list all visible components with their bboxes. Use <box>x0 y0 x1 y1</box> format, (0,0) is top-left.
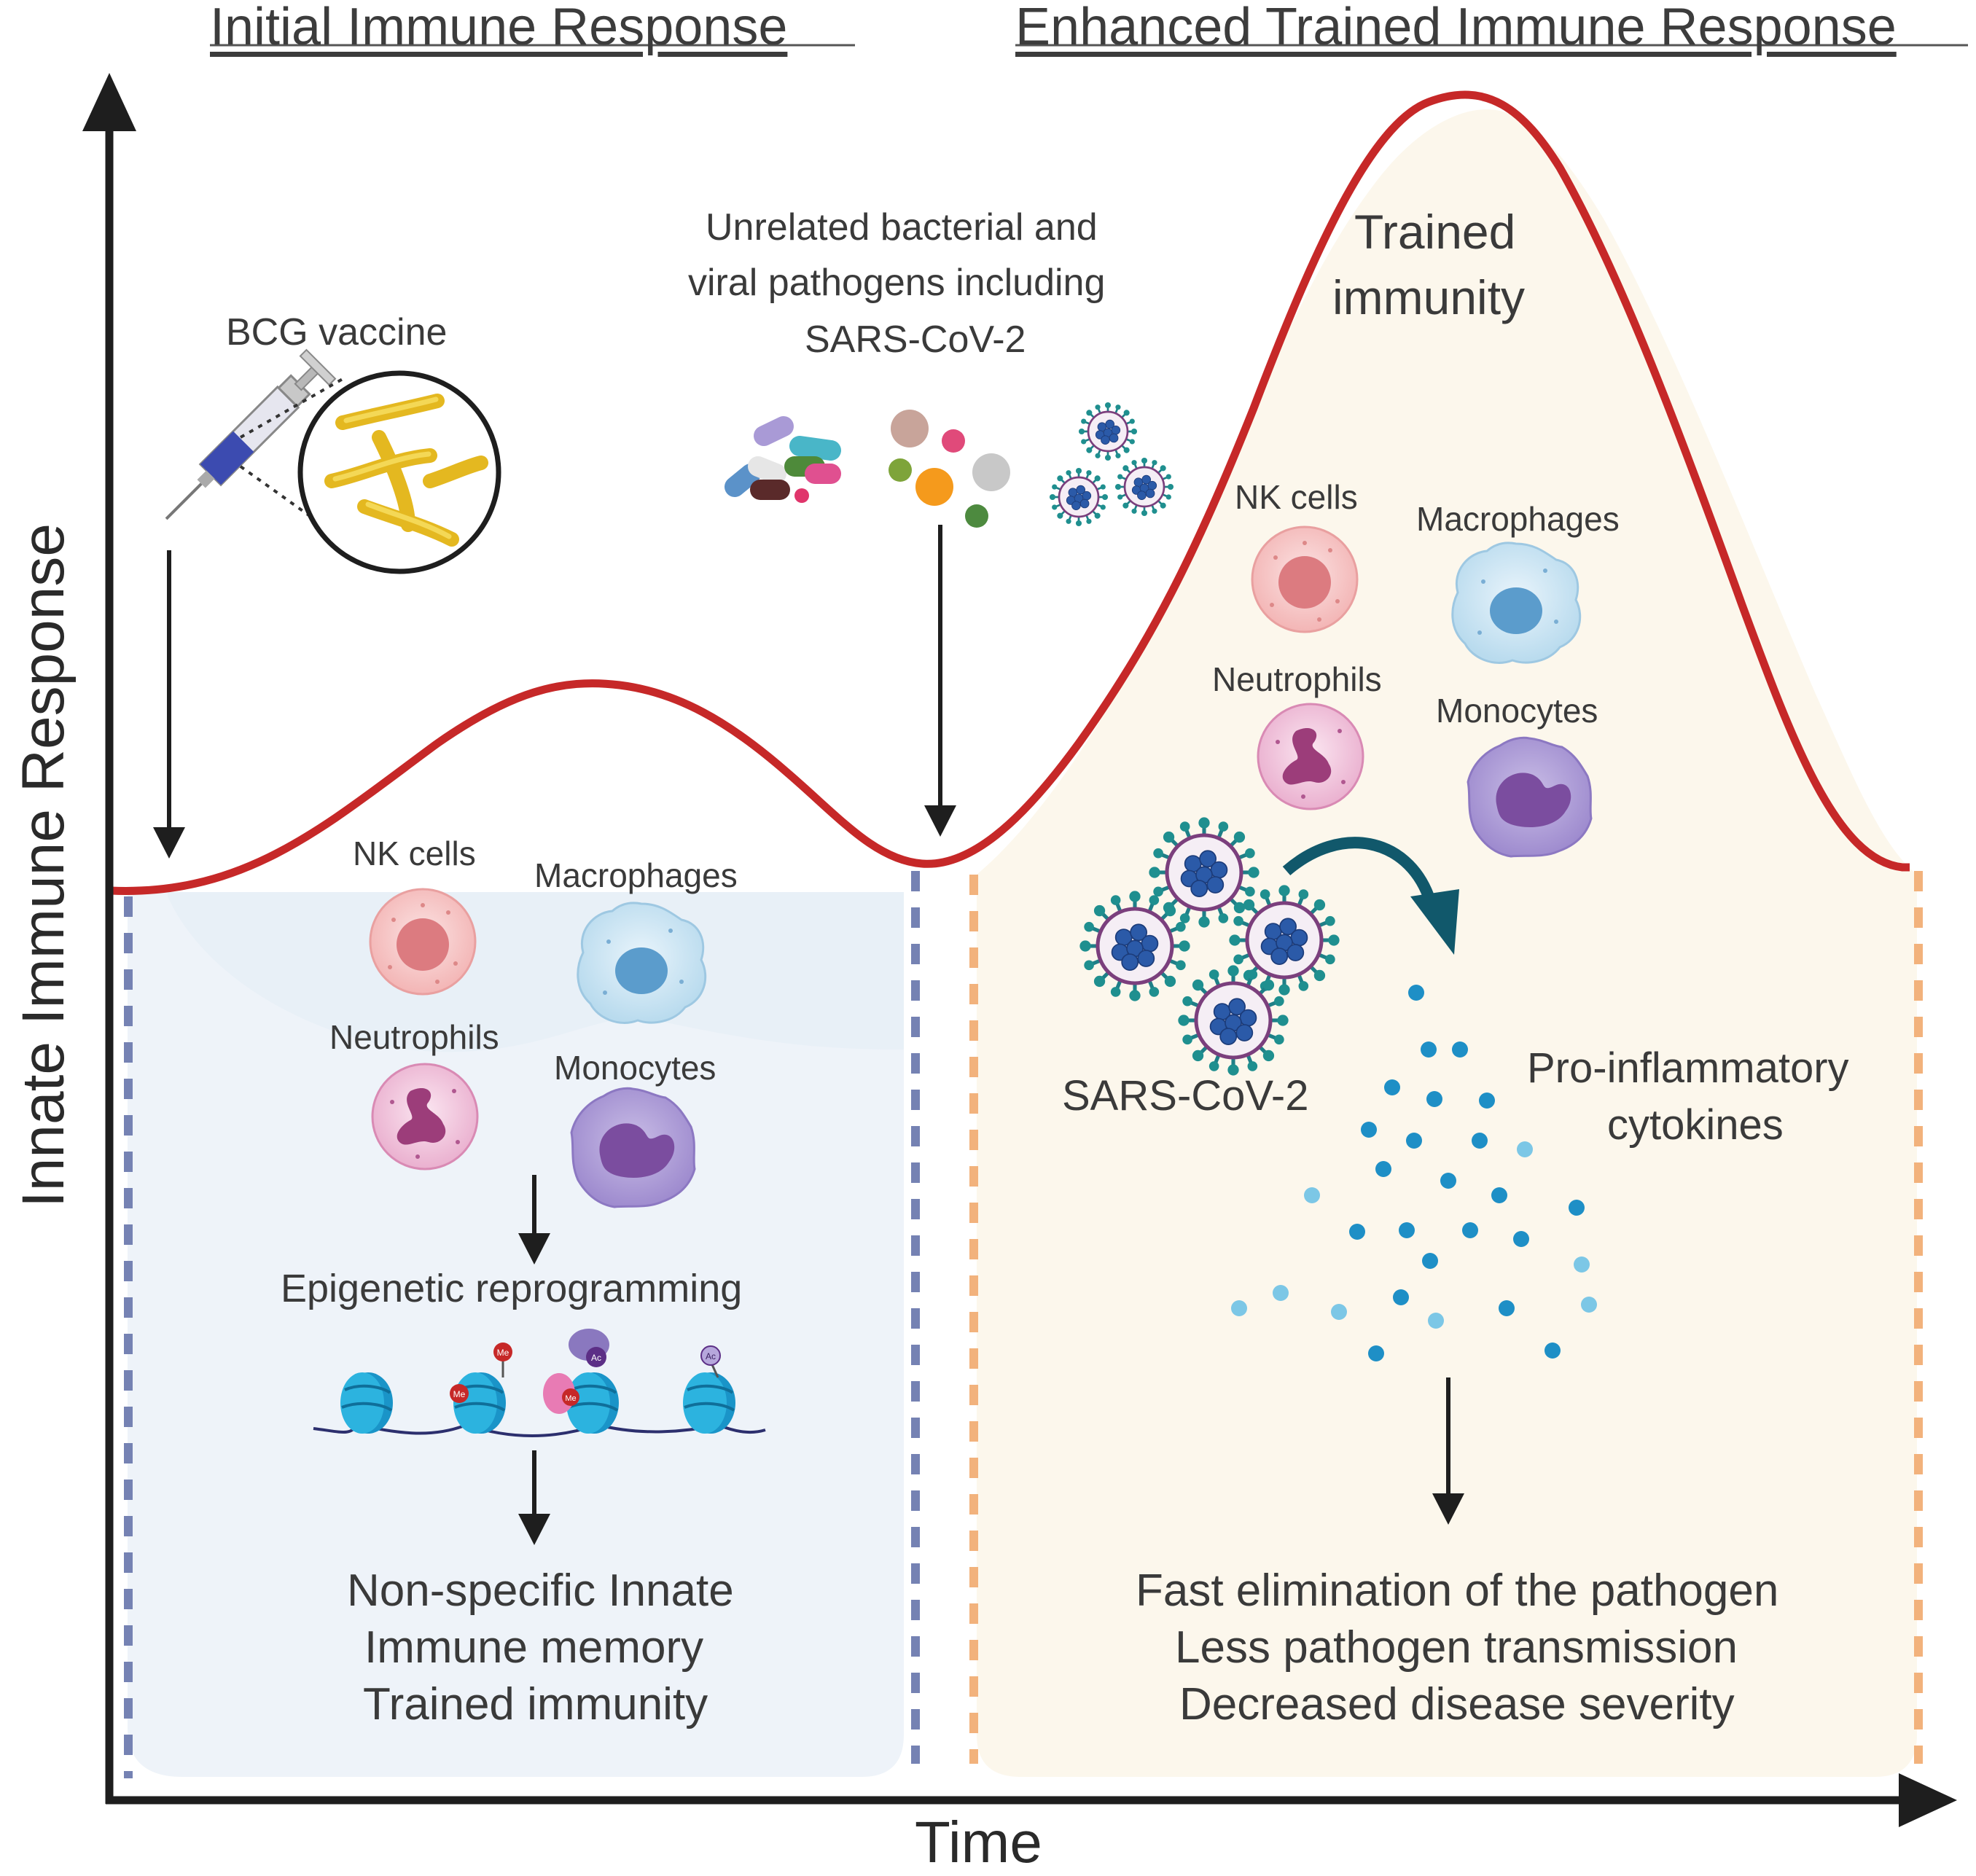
cytokine-dot <box>1581 1297 1597 1313</box>
cytokine-dot <box>1440 1173 1456 1189</box>
cytokine-dot <box>1517 1141 1533 1157</box>
heading-enhanced-response: Enhanced Trained Immune Response <box>1015 0 1897 56</box>
histone-mark-me: Me <box>453 1389 466 1399</box>
right-monocytes-label: Monocytes <box>1436 692 1598 730</box>
nk-cell-icon <box>1251 525 1359 633</box>
epigenetic-arrow <box>518 1175 550 1265</box>
sars-cov-2-label: SARS-CoV-2 <box>1062 1072 1309 1119</box>
cytokine-dot <box>1426 1091 1442 1107</box>
cytokine-icon <box>1231 985 1597 1361</box>
bcg-vaccine-label: BCG vaccine <box>226 311 448 353</box>
cytokine-dot <box>1368 1345 1384 1361</box>
left-panel <box>128 892 904 1777</box>
bacteria-icon <box>297 370 501 574</box>
cytokine-dot <box>1569 1200 1585 1216</box>
cytokine-dot <box>1375 1161 1391 1177</box>
right-macrophages-label: Macrophages <box>1416 500 1620 538</box>
cytokine-dot <box>1421 1041 1437 1058</box>
heading-initial-response: Initial Immune Response <box>210 0 788 56</box>
cytokine-dot <box>1574 1256 1590 1273</box>
monocyte-icon <box>570 1087 696 1208</box>
left-outcome-line2: Immune memory <box>364 1622 704 1673</box>
pathogens-cluster-icon <box>725 401 1175 528</box>
x-axis-label: Time <box>915 1810 1042 1875</box>
cytokine-dot <box>1349 1224 1365 1240</box>
right-outcome-line3: Decreased disease severity <box>1179 1679 1735 1730</box>
trained-immunity-peak-line2: immunity <box>1332 270 1526 324</box>
pathogens-label-line2: viral pathogens including <box>688 262 1106 304</box>
curved-arrow <box>1282 837 1459 955</box>
left-panel-highlight <box>168 892 904 1052</box>
cytokines-label-line2: cytokines <box>1607 1101 1784 1149</box>
cytokine-dot <box>1545 1342 1561 1359</box>
cytokine-dot <box>1491 1187 1507 1203</box>
y-axis-arrowhead <box>82 73 136 131</box>
histone-mark-me: Me <box>565 1394 576 1403</box>
left-monocytes-label: Monocytes <box>554 1049 716 1087</box>
cytokine-dot <box>1406 1133 1422 1149</box>
left-outcome-line3: Trained immunity <box>363 1679 708 1730</box>
left-nk-cells-label: NK cells <box>353 835 476 872</box>
cytokine-dot <box>1472 1133 1488 1149</box>
immune-response-curve <box>110 90 1910 895</box>
histone-mark-ac: Ac <box>591 1353 601 1363</box>
neutrophil-icon <box>371 1063 479 1170</box>
nk-cell-icon <box>369 888 477 996</box>
cytokine-dot <box>1462 1222 1478 1238</box>
cytokine-dot <box>1399 1222 1415 1238</box>
cytokine-dot <box>1422 1253 1438 1269</box>
cytokine-dot <box>1408 985 1424 1001</box>
y-axis-label: Innate Immune Response <box>10 523 77 1208</box>
epigenetic-reprogramming-label: Epigenetic reprogramming <box>281 1267 743 1310</box>
right-neutrophils-label: Neutrophils <box>1212 660 1382 698</box>
cytokine-dot <box>1361 1122 1377 1138</box>
pathogens-label-line1: Unrelated bacterial and <box>706 206 1098 249</box>
left-macrophages-label: Macrophages <box>534 856 738 894</box>
trained-immunity-peak-line1: Trained <box>1354 205 1516 259</box>
macrophage-icon <box>577 902 707 1024</box>
cytokines-label-line1: Pro-inflammatory <box>1527 1044 1849 1092</box>
neutrophil-icon <box>1257 703 1364 810</box>
cytokine-dot <box>1231 1300 1247 1316</box>
macrophage-icon <box>1451 542 1582 664</box>
cytokine-dot <box>1513 1231 1529 1247</box>
cytokine-dot <box>1428 1313 1444 1329</box>
cytokine-dot <box>1273 1285 1289 1301</box>
memory-arrow <box>518 1450 550 1545</box>
right-outcome-line2: Less pathogen transmission <box>1175 1622 1738 1673</box>
monocyte-icon <box>1467 736 1593 858</box>
outcome-arrow <box>1432 1377 1464 1525</box>
right-outcome-line1: Fast elimination of the pathogen <box>1136 1566 1779 1616</box>
pathogens-label-line3: SARS-CoV-2 <box>805 318 1026 361</box>
histone-mark-me: Me <box>497 1348 509 1358</box>
left-outcome-line1: Non-specific Innate <box>347 1566 734 1616</box>
cytokine-dot <box>1479 1093 1495 1109</box>
x-axis-arrowhead <box>1899 1773 1957 1827</box>
cytokine-dot <box>1384 1079 1400 1095</box>
histone-mark-ac: Ac <box>706 1351 716 1361</box>
cytokine-dot <box>1499 1300 1515 1316</box>
nucleosome-icon: Me Me Ac Me Ac <box>313 1329 766 1437</box>
cytokine-dot <box>1393 1289 1409 1305</box>
cytokine-dot <box>1304 1187 1320 1203</box>
cytokine-dot <box>1452 1041 1468 1058</box>
cytokine-dot <box>1331 1304 1347 1320</box>
left-neutrophils-label: Neutrophils <box>329 1018 499 1056</box>
bcg-arrow <box>153 550 185 859</box>
right-nk-cells-label: NK cells <box>1235 478 1358 516</box>
pathogen-arrow <box>924 525 956 837</box>
